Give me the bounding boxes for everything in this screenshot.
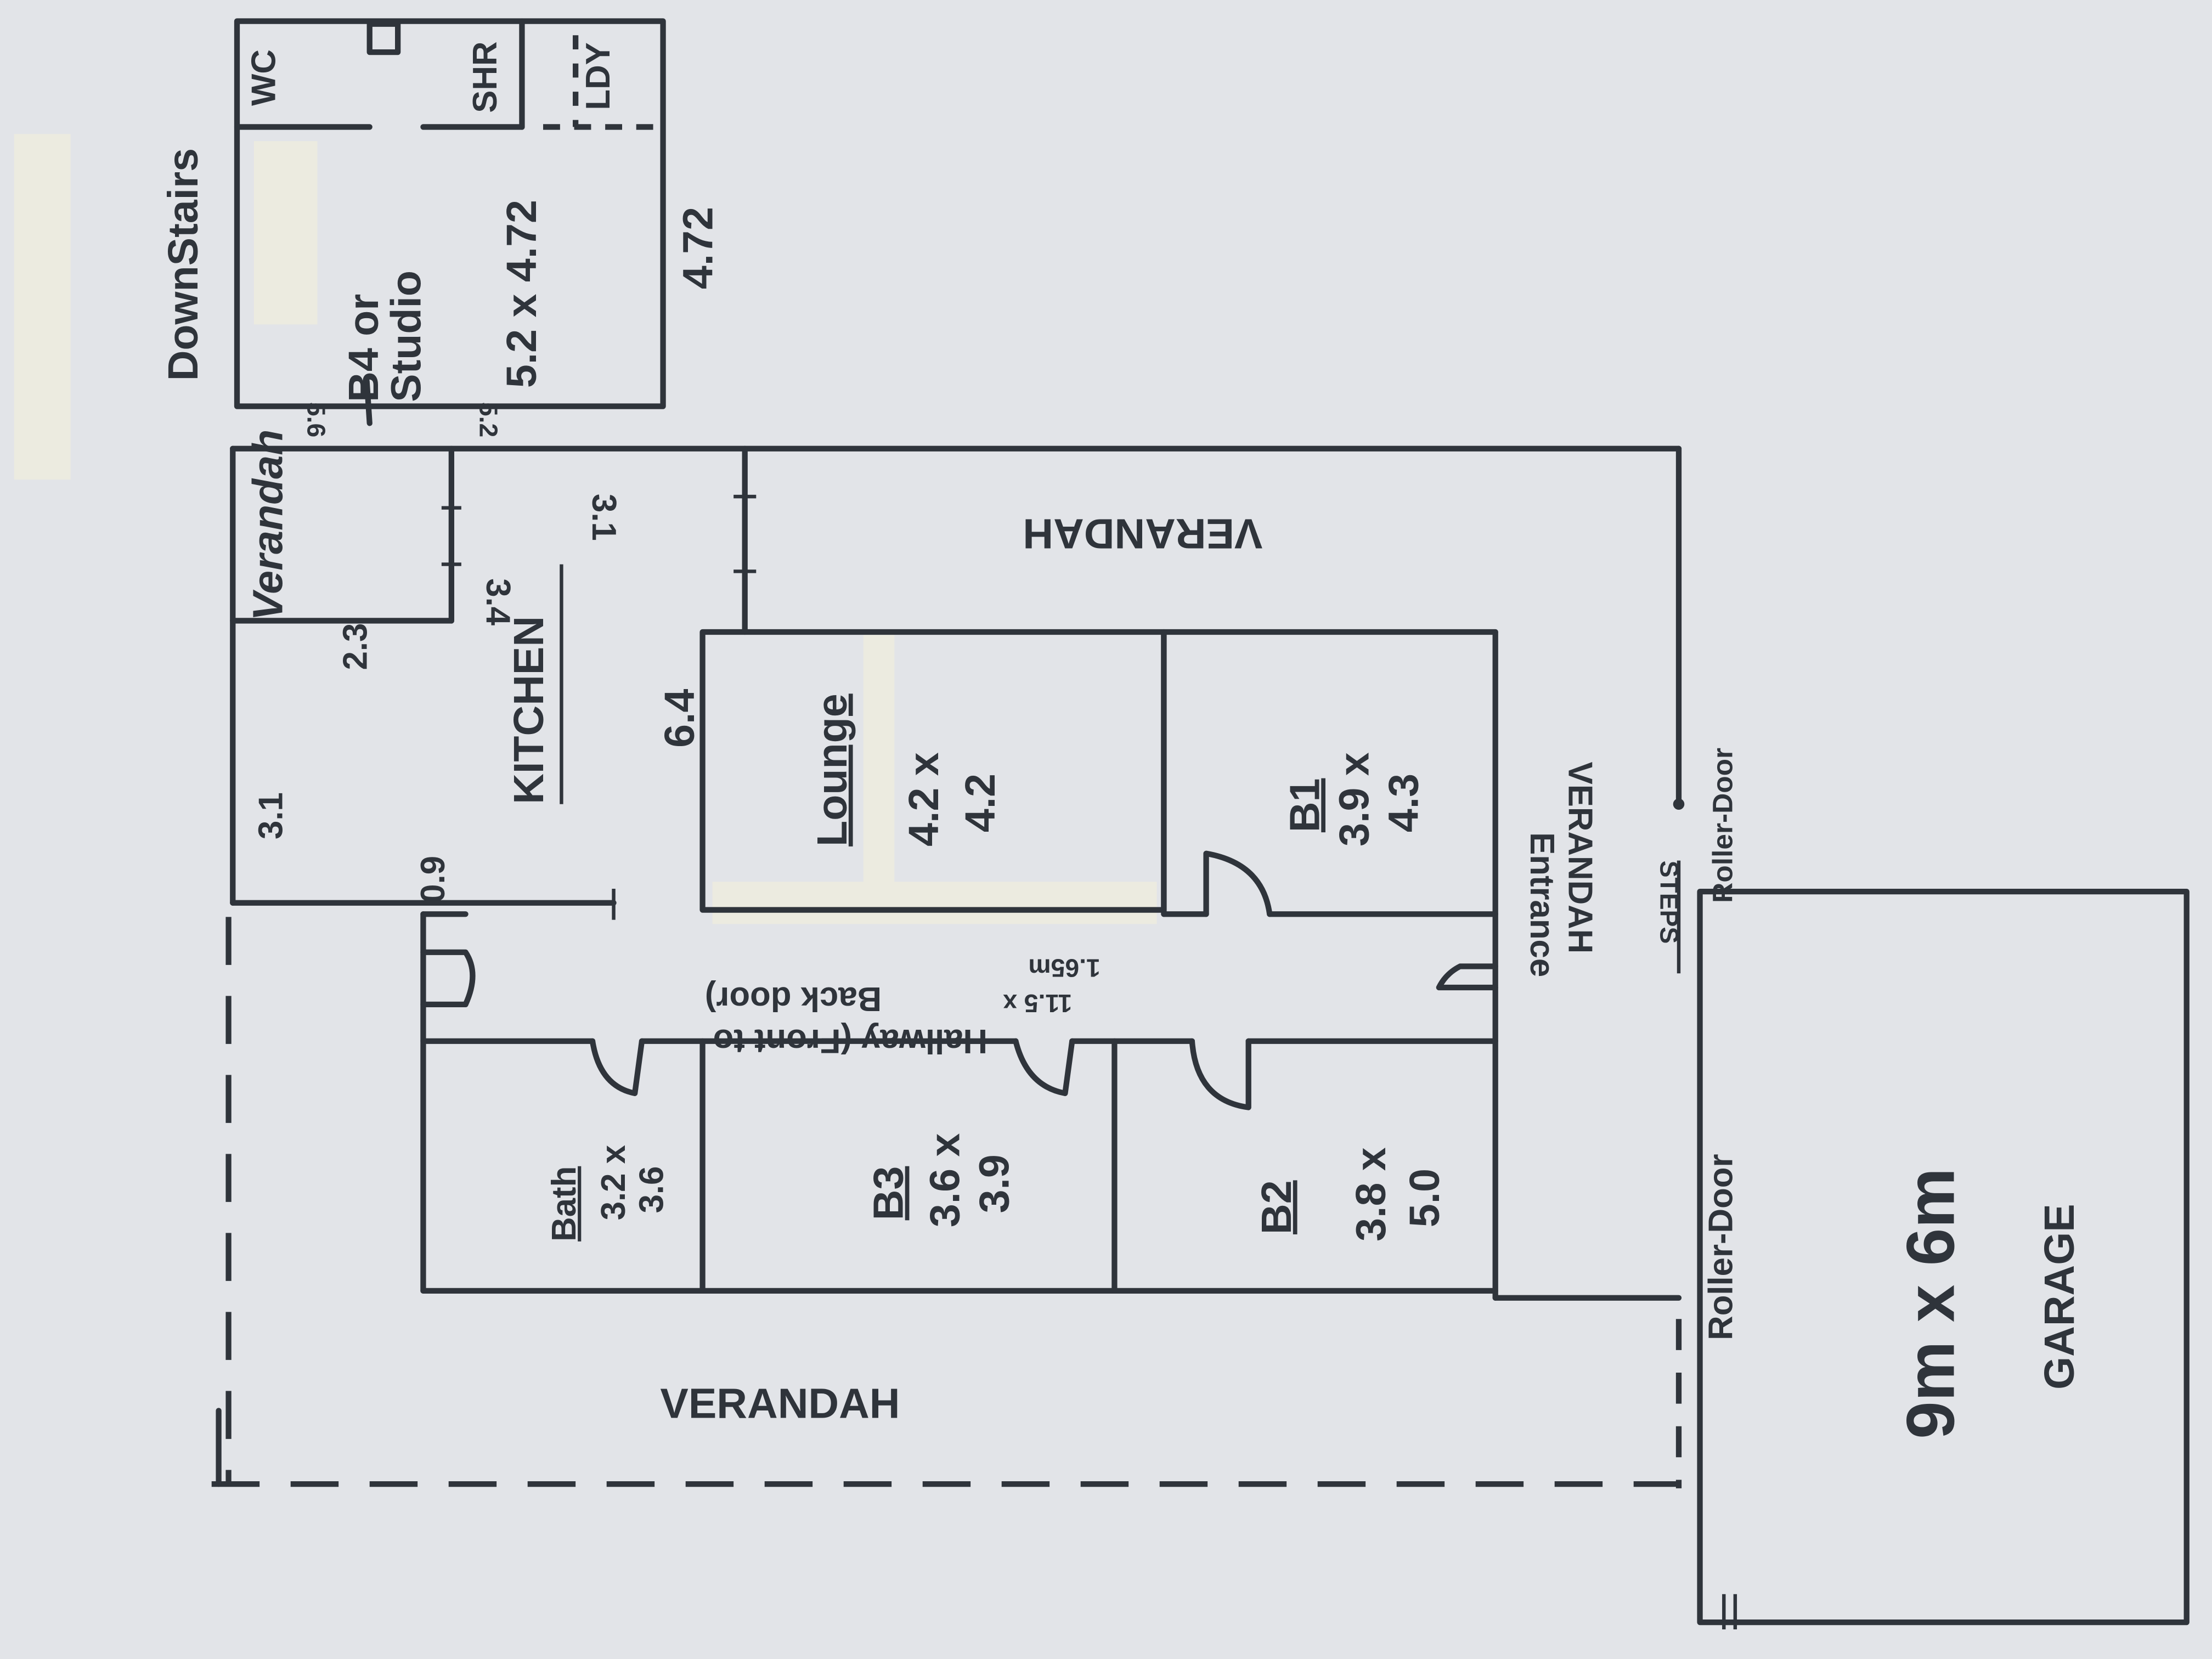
studio-name-1: B4 or: [340, 294, 387, 402]
garage-label: GARAGE: [2036, 1204, 2083, 1390]
b2-size-1: 3.8 x: [1347, 1147, 1395, 1242]
steps-label: STEPS: [1655, 861, 1684, 944]
b1-size-2: 4.3: [1380, 774, 1427, 832]
garage-outline: [1697, 889, 2190, 1629]
studio-name-2: Studio: [382, 270, 430, 402]
verandah-bottom-label: VERANDAH: [660, 1380, 900, 1427]
downstairs-title: DownStairs: [160, 148, 207, 381]
entrance-label-2: VERANDAH: [1561, 762, 1599, 954]
hallway-label-1: Hallway (Front to: [713, 1022, 988, 1060]
downstairs-plan: [234, 18, 666, 426]
lounge-size-1: 4.2 x: [900, 752, 947, 847]
bath-size-1: 3.2 x: [595, 1145, 633, 1220]
hallway-size-1: 11.5 x: [1003, 989, 1072, 1018]
verandah-top-label: VERANDAH: [1023, 510, 1262, 557]
entrance-label-1: Entrance: [1523, 832, 1561, 977]
b2-size-2: 5.0: [1401, 1169, 1448, 1227]
b2-label: B2: [1253, 1180, 1300, 1234]
house-walls: [211, 445, 1685, 1488]
b1-label: B1: [1281, 778, 1328, 833]
bath-size-2: 3.6: [633, 1166, 671, 1214]
dim-3-1: 3.1: [252, 792, 290, 839]
laundry-label: LDY: [579, 42, 617, 110]
downstairs-width-dim: 4.72: [675, 207, 722, 289]
garage-roller-door-2-visible: Roller-Door: [1707, 748, 1739, 903]
verandah-small-label: Verandah: [244, 430, 291, 621]
wc-label: WC: [245, 49, 283, 106]
toilet-icon: [366, 21, 401, 55]
studio-size: 5.2 x 4.72: [498, 200, 545, 388]
bath-label: Bath: [545, 1166, 583, 1242]
b3-size-1: 3.6 x: [922, 1133, 969, 1228]
shower-label: SHR: [466, 41, 504, 112]
downstairs-dim-bottom: 5.2: [474, 402, 503, 437]
verandah-small-dim-2: 2.3: [337, 623, 375, 670]
kitchen-dim: 6.4: [656, 689, 703, 748]
verandah-small-dim-1: 3.4: [479, 578, 517, 625]
b3-label: B3: [865, 1166, 912, 1221]
lounge-size-2: 4.2: [957, 774, 1004, 832]
paper-patch: [14, 134, 71, 480]
downstairs-dim-left: 5.6: [302, 402, 331, 437]
correction-patch: [253, 141, 318, 325]
hallway-size-2: 1.65m: [1029, 954, 1101, 983]
dim-3-1-top: 3.1: [585, 494, 623, 541]
lounge-label: Lounge: [809, 693, 856, 846]
b1-size-1: 3.9 x: [1330, 752, 1378, 847]
correction-patch: [863, 635, 895, 903]
b3-size-2: 3.9: [971, 1154, 1018, 1213]
dim-0-9: 0.9: [414, 856, 452, 903]
garage-size: 9m x 6m: [1893, 1168, 1968, 1439]
hallway-label-2: Back door): [705, 980, 882, 1018]
correction-patch: [712, 882, 1157, 924]
kitchen-label: KITCHEN: [505, 616, 552, 804]
garage-roller-door-1: Roller-Door: [1702, 1154, 1740, 1340]
